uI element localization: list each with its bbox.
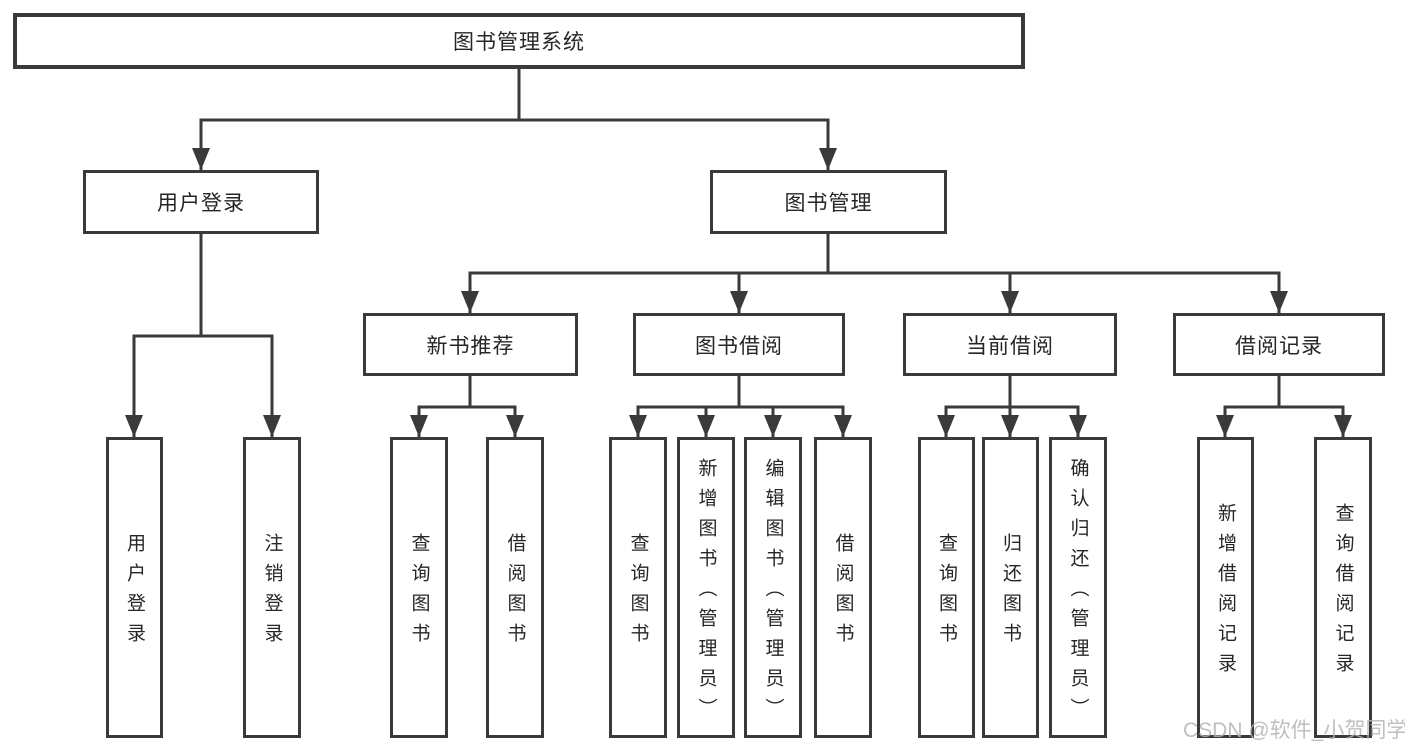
node-book-management: 图书管理 <box>710 170 947 234</box>
leaf-edit-book-admin: 编辑图书（管理员） <box>744 437 802 738</box>
node-current-borrowing-label: 当前借阅 <box>966 334 1054 358</box>
node-current-borrowing: 当前借阅 <box>903 313 1117 376</box>
leaf-user-login-label: 用户登录 <box>124 533 145 653</box>
leaf-borrow-books-1-label: 借阅图书 <box>504 533 526 653</box>
leaf-add-borrow-record-label: 新增借阅记录 <box>1215 503 1236 683</box>
leaf-query-books-1: 查询图书 <box>390 437 448 738</box>
node-book-management-label: 图书管理 <box>784 192 873 215</box>
node-root: 图书管理系统 <box>13 13 1025 69</box>
leaf-logout: 注销登录 <box>243 437 301 738</box>
node-user-login: 用户登录 <box>83 170 319 234</box>
leaf-return-books: 归还图书 <box>982 437 1039 738</box>
node-root-label: 图书管理系统 <box>453 31 585 54</box>
node-user-login-label: 用户登录 <box>157 192 245 215</box>
node-borrowing-records-label: 借阅记录 <box>1235 334 1323 358</box>
node-new-book-recommend-label: 新书推荐 <box>426 334 515 358</box>
leaf-query-borrow-record-label: 查询借阅记录 <box>1332 503 1354 683</box>
node-new-book-recommend: 新书推荐 <box>363 313 578 376</box>
leaf-add-book-admin-label: 新增图书（管理员） <box>695 458 717 728</box>
leaf-borrow-books-1: 借阅图书 <box>486 437 544 738</box>
leaf-borrow-books-2-label: 借阅图书 <box>832 533 854 653</box>
leaf-query-books-3-label: 查询图书 <box>936 533 957 653</box>
leaf-add-borrow-record: 新增借阅记录 <box>1197 437 1254 738</box>
leaf-query-books-2-label: 查询图书 <box>627 533 649 653</box>
leaf-confirm-return-admin-label: 确认归还（管理员） <box>1067 458 1089 728</box>
leaf-query-books-1-label: 查询图书 <box>408 533 430 653</box>
leaf-edit-book-admin-label: 编辑图书（管理员） <box>762 458 784 728</box>
leaf-return-books-label: 归还图书 <box>1000 533 1021 653</box>
leaf-borrow-books-2: 借阅图书 <box>814 437 872 738</box>
leaf-confirm-return-admin: 确认归还（管理员） <box>1049 437 1107 738</box>
leaf-query-books-3: 查询图书 <box>918 437 975 738</box>
leaf-user-login: 用户登录 <box>106 437 163 738</box>
node-book-borrowing: 图书借阅 <box>633 313 845 376</box>
node-borrowing-records: 借阅记录 <box>1173 313 1385 376</box>
leaf-add-book-admin: 新增图书（管理员） <box>677 437 735 738</box>
leaf-query-borrow-record: 查询借阅记录 <box>1314 437 1372 738</box>
csdn-watermark: CSDN @软件_小贺同学 <box>1183 719 1405 742</box>
leaf-logout-label: 注销登录 <box>261 533 283 653</box>
node-book-borrowing-label: 图书借阅 <box>695 334 783 358</box>
leaf-query-books-2: 查询图书 <box>609 437 667 738</box>
